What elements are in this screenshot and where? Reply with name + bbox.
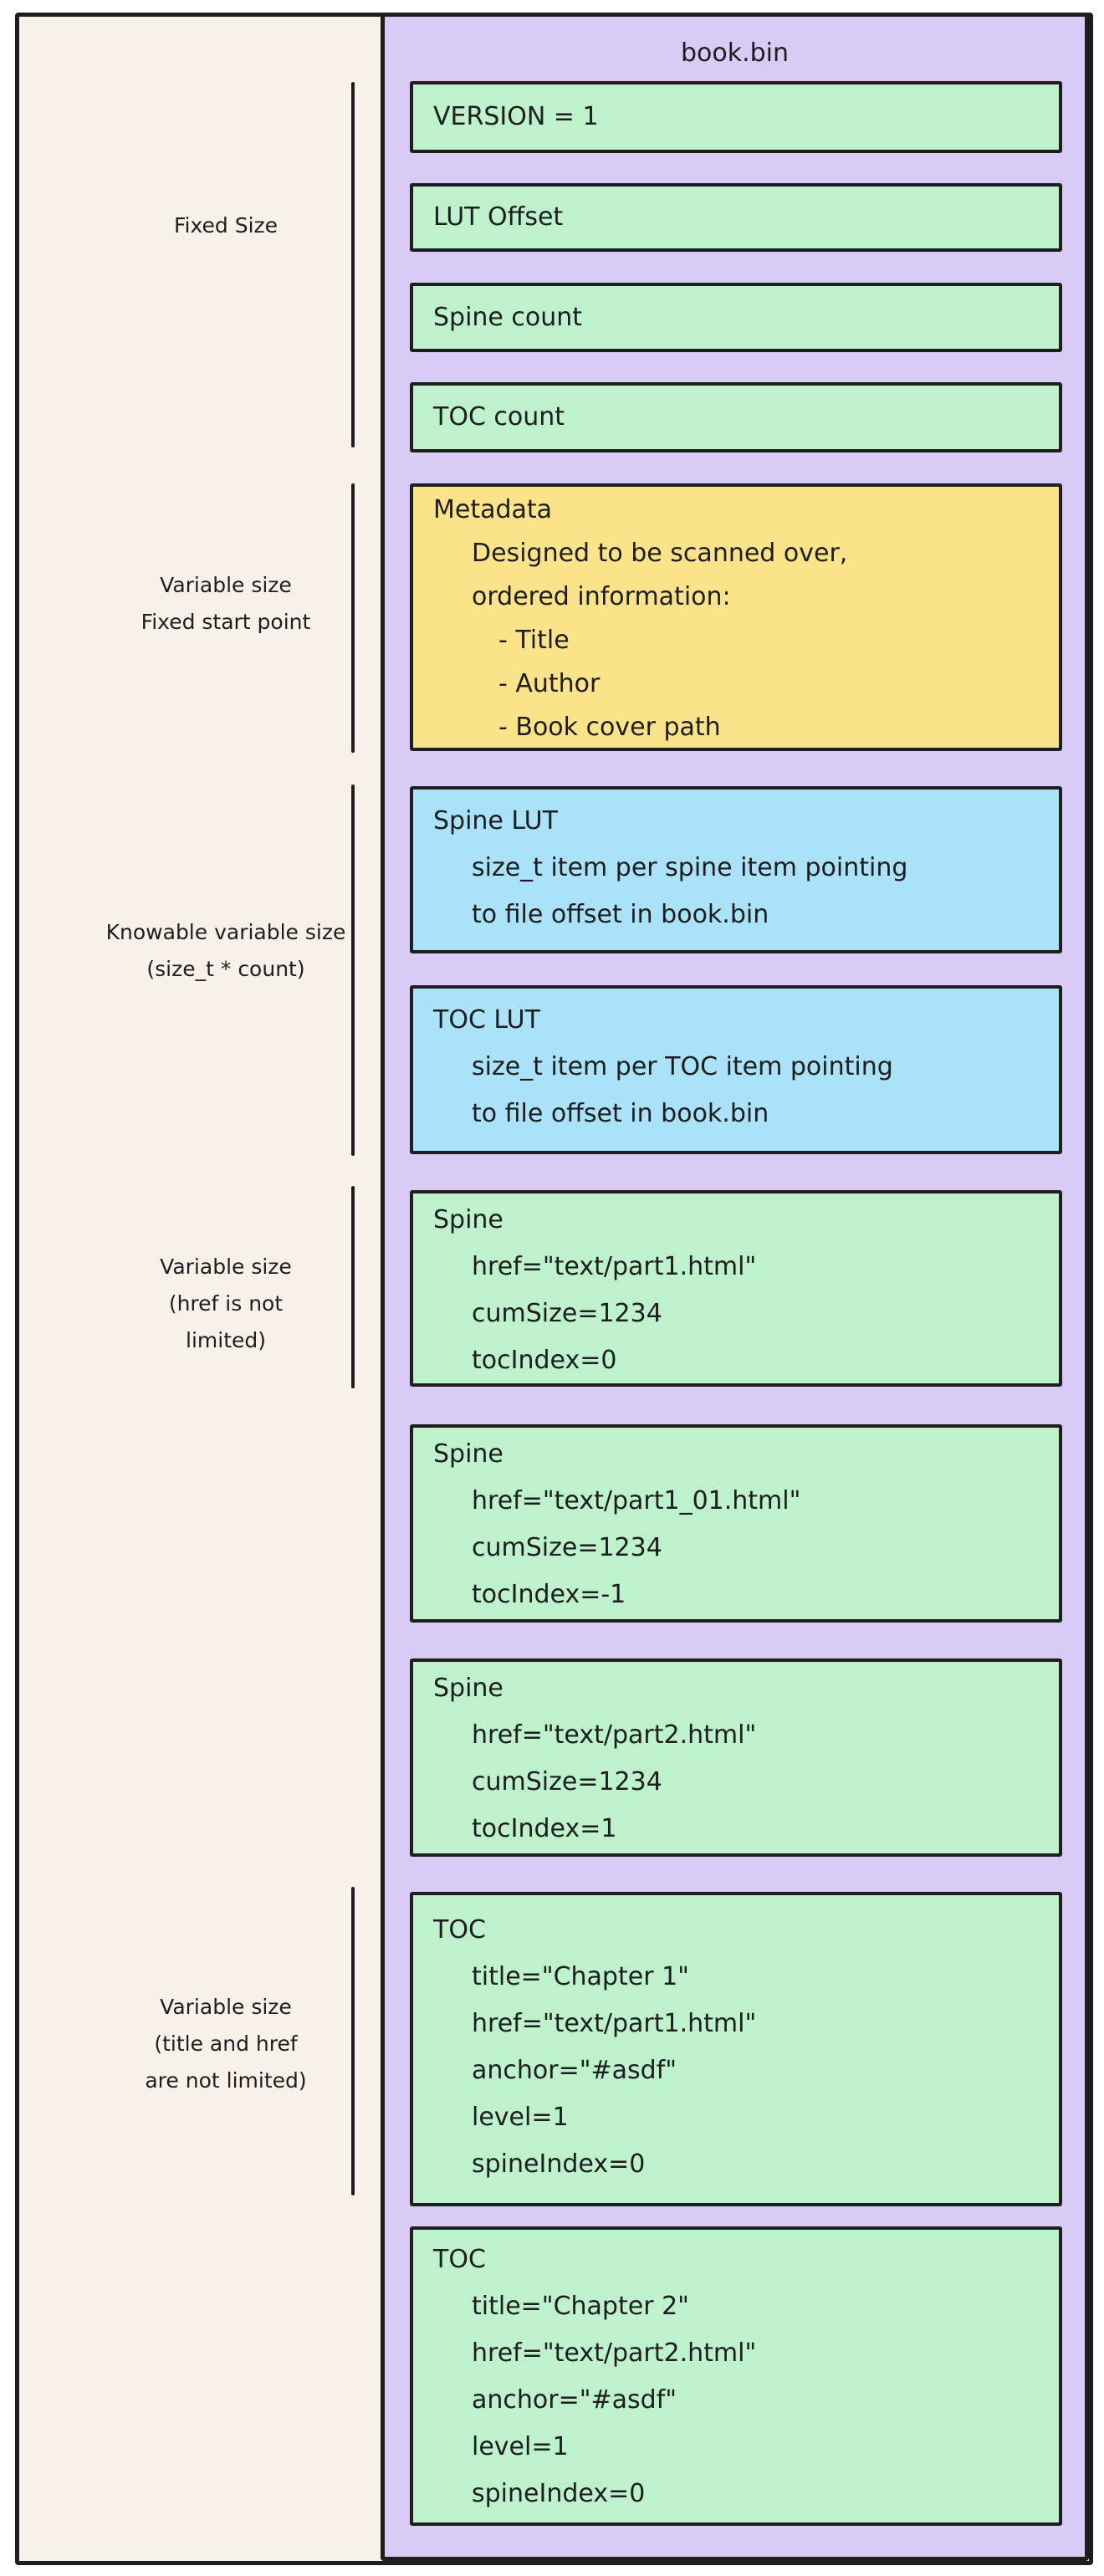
spine-lut-box: Spine LUT size_t item per spine item poi… (410, 786, 1062, 953)
text-line: href="text/part1.html" (472, 1252, 757, 1281)
spine-entry-box: Spine href="text/part2.html" cumSize=123… (410, 1659, 1062, 1857)
text-line: level=1 (472, 2432, 569, 2461)
text-line: anchor="#asdf" (472, 2056, 677, 2085)
text-line: to file offset in book.bin (472, 1099, 769, 1128)
section-label-variable-href: Variable size (href is not limited) (33, 1249, 418, 1359)
label-line: Variable size (160, 1255, 292, 1279)
label-line: Variable size (160, 573, 292, 597)
text-line: Metadata (433, 495, 553, 524)
label-line: limited) (186, 1328, 266, 1352)
toc-entry-box: TOC title="Chapter 2" href="text/part2.h… (410, 2226, 1062, 2526)
text-line: href="text/part2.html" (472, 1720, 757, 1750)
text-line: size_t item per spine item pointing (472, 853, 908, 882)
text-line: href="text/part1.html" (472, 2009, 757, 2038)
text-line: Spine (433, 1674, 503, 1703)
spine-entry-box: Spine href="text/part1.html" cumSize=123… (410, 1190, 1062, 1387)
text-line: cumSize=1234 (472, 1533, 662, 1562)
spine-entry-box: Spine href="text/part1_01.html" cumSize=… (410, 1424, 1062, 1623)
section-label-variable-title-href: Variable size (title and href are not li… (33, 1989, 418, 2099)
section-bracket-variable-href (351, 1186, 355, 1388)
section-bracket-variable-title-href (351, 1887, 355, 2195)
section-bracket-knowable-variable (351, 785, 355, 1156)
text-line: Spine LUT (433, 806, 558, 836)
text-line: LUT Offset (433, 202, 564, 232)
text-line: TOC (433, 1915, 486, 1945)
text-line: title="Chapter 1" (472, 1962, 689, 1991)
text-line: - Author (498, 669, 601, 698)
toc-lut-box: TOC LUT size_t item per TOC item pointin… (410, 985, 1062, 1154)
text-line: spineIndex=0 (472, 2479, 646, 2508)
text-line: level=1 (472, 2103, 569, 2132)
text-line: size_t item per TOC item pointing (472, 1052, 893, 1081)
field-box-spine-count: Spine count (410, 283, 1062, 352)
text-line: Spine (433, 1439, 503, 1469)
text-line: cumSize=1234 (472, 1767, 662, 1797)
text-line: TOC (433, 2245, 486, 2274)
label-line: Variable size (160, 1995, 292, 2019)
text-line: Spine count (433, 302, 583, 332)
text-line: Spine (433, 1205, 503, 1234)
toc-entry-box: TOC title="Chapter 1" href="text/part1.h… (410, 1892, 1062, 2206)
section-label-fixed-size: Fixed Size (33, 207, 418, 244)
text-line: tocIndex=-1 (472, 1580, 626, 1609)
file-title: book.bin (680, 38, 790, 68)
text-line: TOC count (433, 402, 565, 432)
text-line: href="text/part2.html" (472, 2338, 757, 2368)
label-line: Fixed Size (173, 213, 279, 238)
field-box-version: VERSION = 1 (410, 81, 1062, 153)
text-line: - Title (498, 626, 570, 655)
label-line: Fixed start point (141, 610, 311, 634)
section-label-knowable-variable: Knowable variable size (size_t * count) (33, 914, 418, 988)
label-line: (title and href (154, 2032, 298, 2056)
field-box-lut-offset: LUT Offset (410, 183, 1062, 252)
text-line: tocIndex=1 (472, 1814, 617, 1843)
label-line: are not limited) (145, 2068, 307, 2093)
text-line: title="Chapter 2" (472, 2292, 689, 2321)
text-line: anchor="#asdf" (472, 2385, 677, 2415)
section-bracket-fixed-size (351, 82, 355, 447)
text-line: tocIndex=0 (472, 1346, 617, 1375)
text-line: spineIndex=0 (472, 2149, 646, 2179)
text-line: cumSize=1234 (472, 1299, 662, 1328)
text-line: Designed to be scanned over, (472, 539, 848, 568)
label-line: (size_t * count) (146, 957, 305, 981)
metadata-box: Metadata Designed to be scanned over, or… (410, 483, 1062, 751)
text-line: - Book cover path (498, 713, 721, 742)
section-label-variable-fixed-start: Variable size Fixed start point (33, 567, 418, 641)
text-line: to file offset in book.bin (472, 900, 769, 929)
text-line: ordered information: (472, 582, 731, 611)
text-line: TOC LUT (433, 1005, 540, 1035)
text-line: href="text/part1_01.html" (472, 1486, 801, 1515)
section-bracket-variable-fixed-start (351, 483, 355, 753)
field-box-toc-count: TOC count (410, 382, 1062, 452)
label-line: (href is not (168, 1291, 284, 1316)
book-bin-container: book.bin VERSION = 1 LUT Offset Spine co… (381, 13, 1089, 2561)
text-line: VERSION = 1 (433, 102, 599, 131)
label-line: Knowable variable size (105, 920, 346, 944)
